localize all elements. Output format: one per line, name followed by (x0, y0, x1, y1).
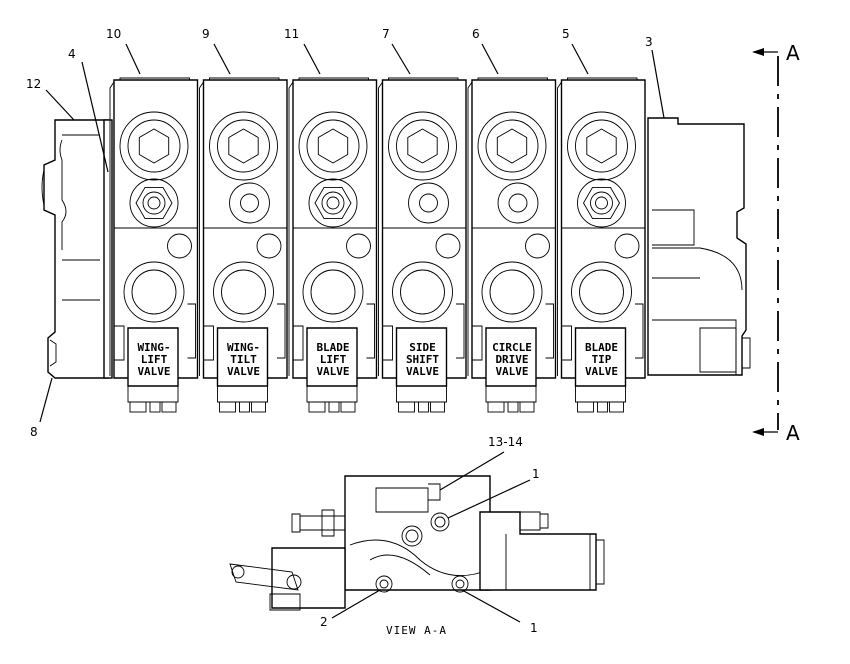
callout-1-lower: 1 (530, 621, 538, 635)
section-mark-top: A (786, 41, 800, 65)
callout-12: 12 (26, 77, 41, 91)
valve-label-line: WING- (227, 341, 260, 354)
valve-label-line: SHIFT (406, 353, 439, 366)
valve-label-line: VALVE (406, 365, 439, 378)
callout-2: 2 (320, 615, 328, 629)
valve-label-line: LIFT (320, 353, 347, 366)
valve-label-line: DRIVE (495, 353, 528, 366)
callout-8: 8 (30, 425, 38, 439)
end-block-right (647, 117, 751, 376)
valve-label-line: SIDE (409, 341, 436, 354)
end-cap-left (41, 119, 109, 379)
spacer-plate (103, 119, 113, 379)
callout-11: 11 (284, 27, 299, 41)
callout-5: 5 (562, 27, 570, 41)
callout-4: 4 (68, 47, 76, 61)
valve-label-line: LIFT (141, 353, 168, 366)
callout-6: 6 (472, 27, 480, 41)
valve-label-line: WING- (137, 341, 170, 354)
callout-3: 3 (645, 35, 653, 49)
valve-bank: WING-LIFTVALVEWING-TILTVALVEBLADELIFTVAL… (41, 77, 751, 413)
callout-13-14: 13-14 (488, 435, 523, 449)
valve-sections: WING-LIFTVALVEWING-TILTVALVEBLADELIFTVAL… (109, 77, 646, 413)
valve-label-line: BLADE (585, 341, 618, 354)
valve-label-line: VALVE (495, 365, 528, 378)
valve-label-line: VALVE (316, 365, 349, 378)
valve-label-line: VALVE (227, 365, 260, 378)
valve-label-line: VALVE (137, 365, 170, 378)
callout-10: 10 (106, 27, 121, 41)
valve-label-line: TILT (230, 353, 257, 366)
section-mark-bottom: A (786, 421, 800, 445)
valve-label-line: CIRCLE (492, 341, 532, 354)
section-line-a: A A (752, 41, 800, 445)
valve-label-line: BLADE (316, 341, 349, 354)
callout-1-upper: 1 (532, 467, 540, 481)
valve-label-line: VALVE (585, 365, 618, 378)
callout-9: 9 (202, 27, 210, 41)
callouts-top: 10 9 11 7 6 5 3 12 4 8 (26, 27, 665, 439)
view-a-a: 13-14 1 1 2 VIEW A-A (229, 435, 605, 637)
valve-label-line: TIP (592, 353, 612, 366)
callout-7: 7 (382, 27, 390, 41)
view-caption: VIEW A-A (386, 624, 447, 637)
